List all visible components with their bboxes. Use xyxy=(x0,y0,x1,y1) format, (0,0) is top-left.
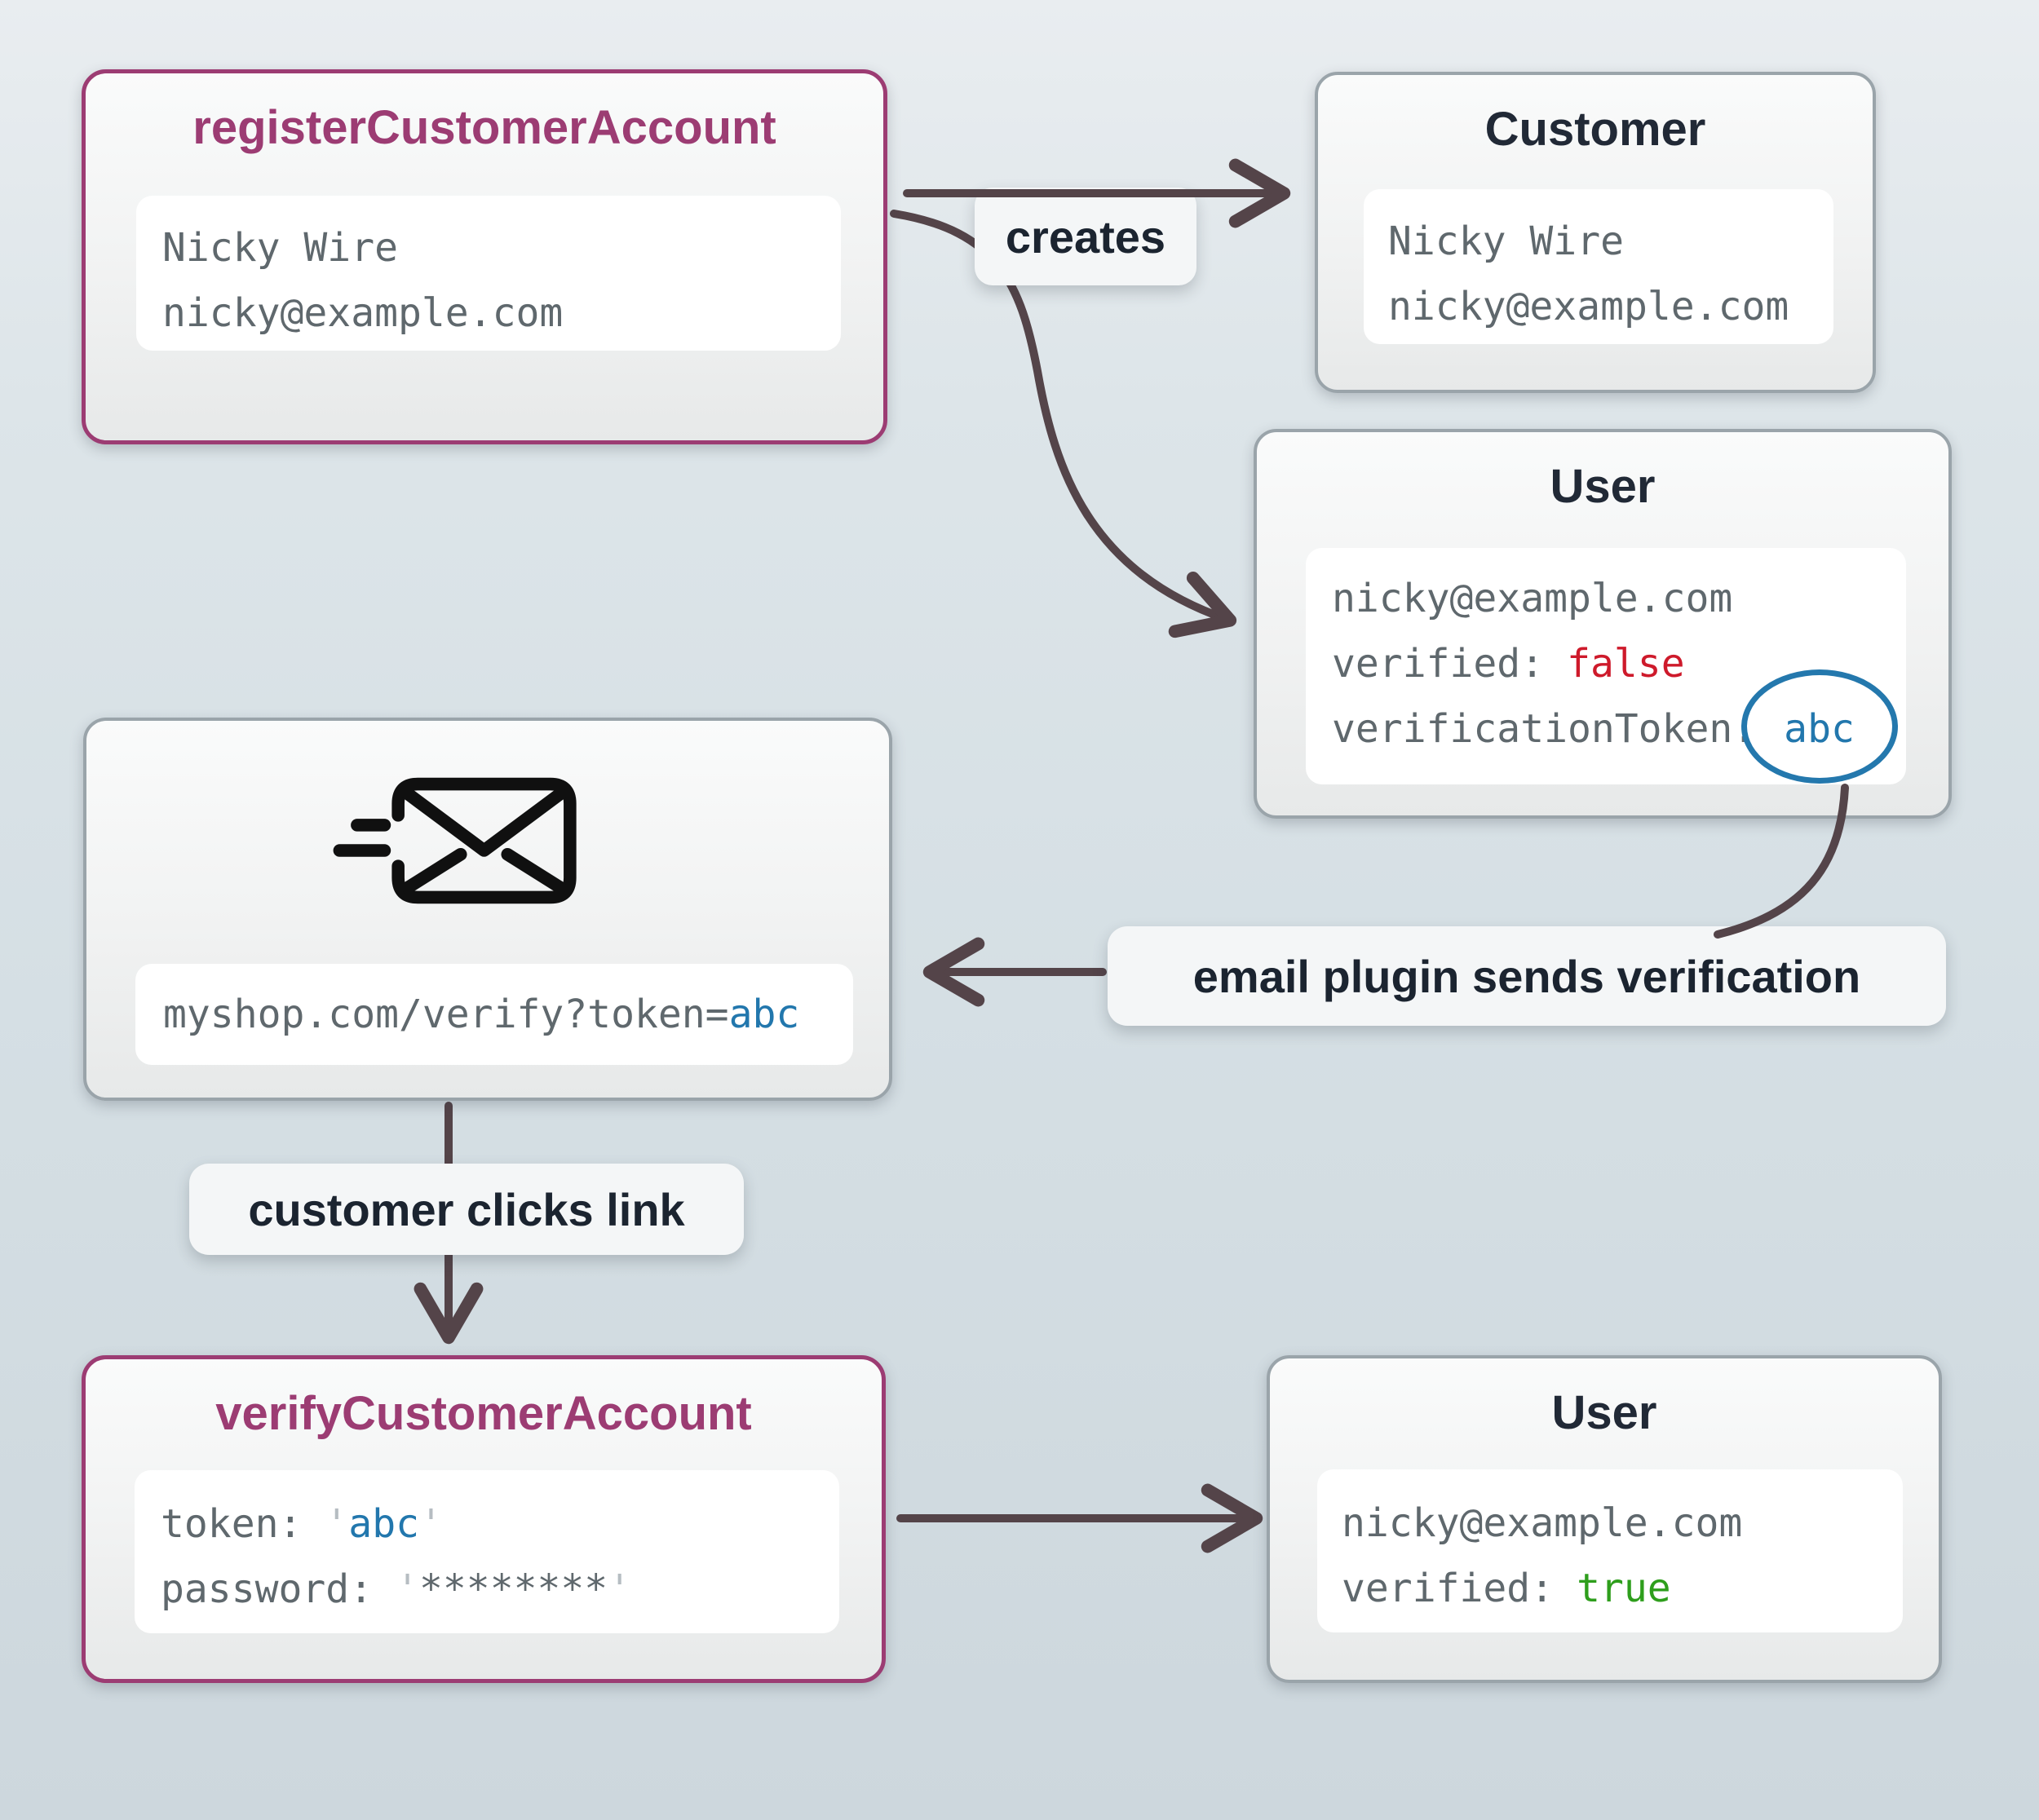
verify-password-row: password:'********' xyxy=(161,1566,632,1612)
verify-box-title: verifyCustomerAccount xyxy=(215,1387,752,1440)
register-name: Nicky Wire xyxy=(162,225,398,271)
verification-email-box: myshop.com/verify?token=abc xyxy=(83,718,892,1101)
user-verified-email: nicky@example.com xyxy=(1342,1500,1743,1546)
verify-customer-account-box: verifyCustomerAccount token:'abc' passwo… xyxy=(82,1355,886,1683)
email-plugin-label: email plugin sends verification xyxy=(1108,926,1946,1026)
customer-name: Nicky Wire xyxy=(1388,219,1624,264)
user-unverified-box: User nicky@example.com verified:false ve… xyxy=(1254,429,1952,819)
user-verified-title: User xyxy=(1551,1386,1657,1439)
user-unverified-token-row: verificationToken:abc xyxy=(1332,696,1906,762)
customer-box: Customer Nicky Wire nicky@example.com xyxy=(1315,72,1876,393)
user-verified-record: nicky@example.com verified:true xyxy=(1317,1469,1903,1632)
send-email-icon xyxy=(333,777,577,904)
verification-token-value: abc xyxy=(1784,696,1855,762)
customer-record: Nicky Wire nicky@example.com xyxy=(1364,189,1833,344)
verify-token-value: abc xyxy=(348,1501,419,1547)
verification-link-token: abc xyxy=(728,992,800,1037)
verification-link-prefix: myshop.com/verify?token= xyxy=(163,992,729,1037)
register-box-title: registerCustomerAccount xyxy=(192,101,776,154)
verified-false-value: false xyxy=(1567,641,1685,687)
customer-box-title: Customer xyxy=(1484,103,1706,156)
verified-true-value: true xyxy=(1577,1566,1671,1611)
user-unverified-record: nicky@example.com verified:false verific… xyxy=(1306,548,1906,784)
user-unverified-verified-row: verified:false xyxy=(1332,641,1685,687)
verify-password-value: ******** xyxy=(419,1566,608,1612)
verify-payload: token:'abc' password:'********' xyxy=(135,1470,839,1633)
register-payload: Nicky Wire nicky@example.com xyxy=(136,196,841,351)
register-customer-account-box: registerCustomerAccount Nicky Wire nicky… xyxy=(82,69,887,444)
register-email: nicky@example.com xyxy=(162,290,564,336)
customer-clicks-label: customer clicks link xyxy=(189,1164,744,1255)
verification-link: myshop.com/verify?token=abc xyxy=(135,964,853,1065)
user-unverified-title: User xyxy=(1550,460,1656,513)
user-unverified-email: nicky@example.com xyxy=(1332,576,1733,621)
verify-token-row: token:'abc' xyxy=(161,1501,443,1547)
user-verified-box: User nicky@example.com verified:true xyxy=(1267,1355,1942,1683)
creates-label: creates xyxy=(975,188,1196,285)
user-verified-verified-row: verified:true xyxy=(1342,1566,1671,1611)
customer-email: nicky@example.com xyxy=(1388,284,1789,329)
